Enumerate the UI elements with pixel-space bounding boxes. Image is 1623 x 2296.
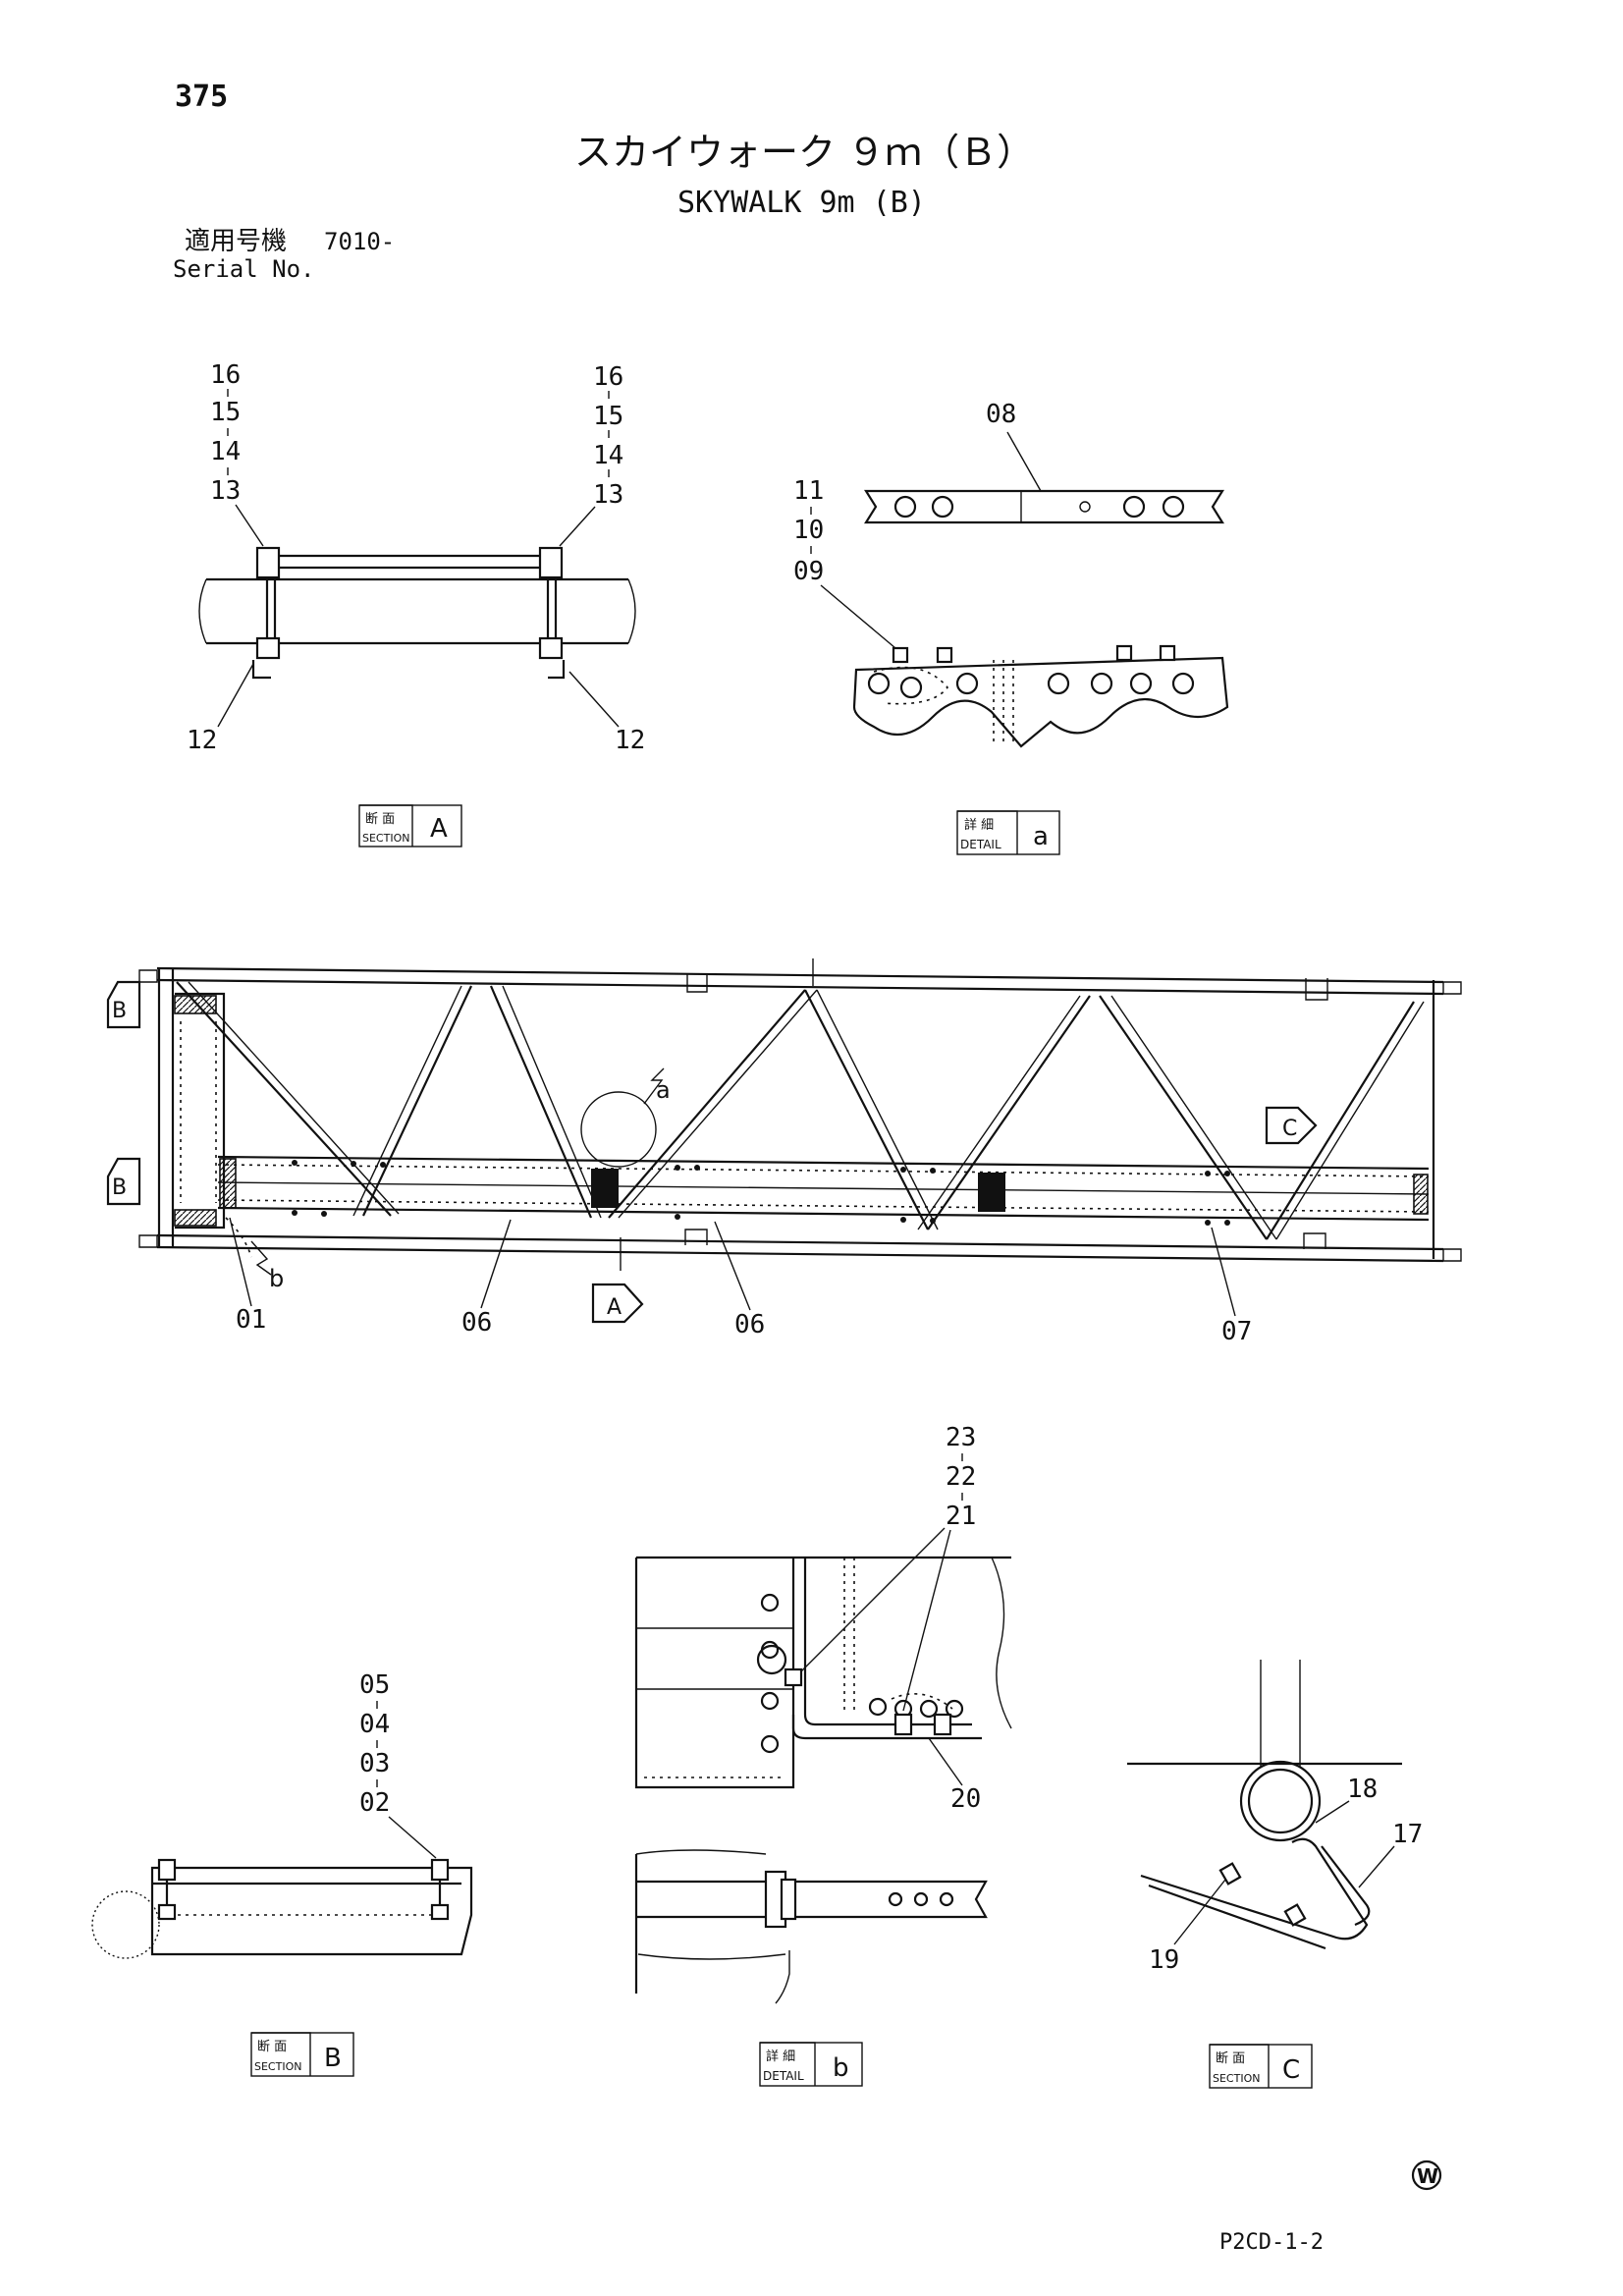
stamp-icon: W: [1411, 2159, 1442, 2191]
footer-code: P2CD-1-2: [1219, 2230, 1324, 2255]
serial-value: 7010-: [324, 228, 395, 255]
callout-15-right: 15: [593, 402, 623, 431]
section-b-tag: 断 面 SECTION B: [250, 2032, 354, 2077]
page-number: 375: [175, 80, 228, 114]
callout-09: 09: [793, 557, 824, 586]
callout-07: 07: [1221, 1317, 1252, 1346]
svg-text:b: b: [833, 2053, 849, 2083]
section-marker-c: C: [1265, 1106, 1318, 1145]
callout-16-left: 16: [210, 360, 241, 390]
svg-text:詳 細: 詳 細: [964, 817, 994, 833]
serial-label-en: Serial No.: [173, 255, 315, 283]
svg-text:DETAIL: DETAIL: [960, 838, 1001, 851]
svg-text:断 面: 断 面: [257, 2040, 287, 2054]
callout-14-right: 14: [593, 441, 623, 470]
callout-21: 21: [946, 1502, 976, 1531]
svg-text:SECTION: SECTION: [362, 832, 409, 845]
callout-17: 17: [1392, 1820, 1423, 1849]
detail-a-view: 08 11 10 09 詳 細 DETAIL a: [793, 400, 1229, 855]
clamp-left: [251, 546, 281, 680]
plank-bolts: [292, 1160, 1230, 1226]
callout-22: 22: [946, 1462, 976, 1492]
svg-text:A: A: [430, 814, 448, 844]
svg-text:SECTION: SECTION: [1213, 2072, 1260, 2085]
callout-13-right: 13: [593, 480, 623, 510]
svg-text:DETAIL: DETAIL: [763, 2069, 804, 2083]
callout-13-left: 13: [210, 476, 241, 506]
callout-05: 05: [359, 1670, 390, 1700]
detail-b-view: 23 22 21 20 詳 細 DETAIL b: [634, 1423, 1012, 2087]
section-marker-a: A: [591, 1283, 644, 1324]
detail-a-tag: 詳 細 DETAIL a: [956, 810, 1060, 855]
callout-19: 19: [1149, 1945, 1179, 1975]
section-marker-b-top: B: [106, 980, 141, 1029]
section-a-view: 16 15 14 13 16 15 14 13 12 12 断 面 SECTIO…: [187, 360, 645, 847]
callout-06-left: 06: [461, 1308, 492, 1338]
callout-20: 20: [950, 1784, 981, 1814]
clamp-right: [538, 546, 566, 680]
detail-ref-a: a: [656, 1076, 671, 1104]
section-b-view: 05 04 03 02 断 面 SECTION B: [91, 1670, 473, 2077]
callout-12-right: 12: [615, 726, 645, 755]
detail-a-circle: [580, 1091, 657, 1168]
section-c-view: 18 17 19 断 面 SECTION C: [1127, 1660, 1423, 2089]
svg-text:断 面: 断 面: [365, 812, 395, 827]
callout-16-right: 16: [593, 362, 623, 392]
callout-02: 02: [359, 1788, 390, 1818]
serial-label-jp: 適用号機: [185, 227, 287, 256]
title-jp: スカイウォーク ９ｍ（Ｂ）: [574, 131, 1034, 174]
title-en: SKYWALK 9m (B): [677, 186, 926, 220]
callout-03: 03: [359, 1749, 390, 1778]
callout-14-left: 14: [210, 437, 241, 466]
detail-ref-b: b: [269, 1265, 284, 1292]
callout-04: 04: [359, 1710, 390, 1739]
callout-06-right: 06: [734, 1310, 765, 1339]
callout-12-left: 12: [187, 726, 217, 755]
main-truss-view: a b B B C A 01 06 06 07: [106, 958, 1462, 1346]
callout-11: 11: [793, 476, 824, 506]
callout-15-left: 15: [210, 398, 241, 427]
callout-01: 01: [236, 1305, 266, 1335]
svg-text:詳 細: 詳 細: [766, 2049, 795, 2064]
svg-text:B: B: [112, 999, 127, 1023]
callout-18: 18: [1347, 1775, 1378, 1804]
detail-b-tag: 詳 細 DETAIL b: [759, 2042, 863, 2087]
svg-text:断 面: 断 面: [1216, 2051, 1245, 2066]
svg-text:C: C: [1282, 1117, 1297, 1141]
svg-text:SECTION: SECTION: [254, 2060, 301, 2073]
svg-text:B: B: [324, 2044, 342, 2073]
svg-text:W: W: [1417, 2164, 1438, 2188]
svg-text:C: C: [1282, 2055, 1300, 2085]
svg-text:a: a: [1033, 822, 1049, 851]
callout-23: 23: [946, 1423, 976, 1452]
section-c-tag: 断 面 SECTION C: [1209, 2044, 1313, 2089]
callout-08: 08: [986, 400, 1016, 429]
header: 375 スカイウォーク ９ｍ（Ｂ） SKYWALK 9m (B) 適用号機 70…: [173, 80, 1034, 283]
section-marker-b-mid: B: [106, 1157, 141, 1206]
svg-text:A: A: [607, 1295, 622, 1320]
section-a-tag: 断 面 SECTION A: [358, 804, 462, 847]
callout-10: 10: [793, 516, 824, 545]
footer: W P2CD-1-2: [1219, 2159, 1442, 2255]
svg-text:B: B: [112, 1175, 127, 1200]
